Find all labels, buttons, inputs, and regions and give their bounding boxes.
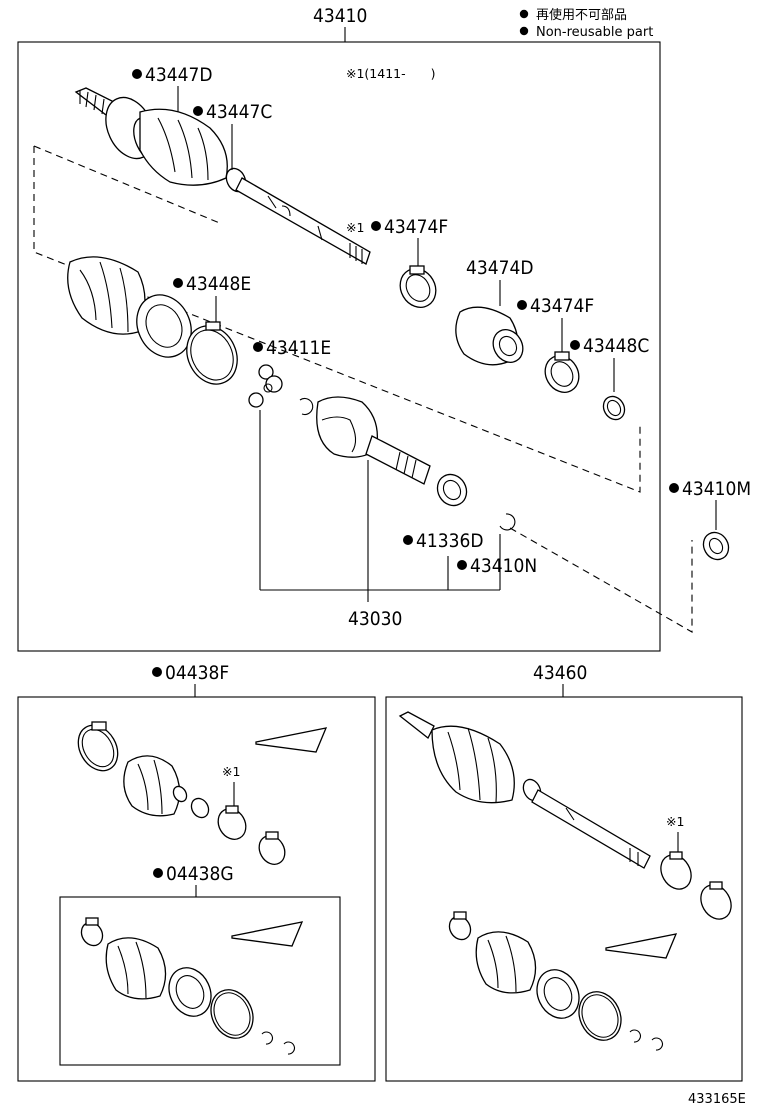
nonreusable-icon: [519, 26, 529, 36]
label-43474F-a: 43474F: [384, 216, 448, 238]
legend-jp: 再使用不可部品: [536, 7, 627, 23]
clamp-43474F-a: [399, 265, 437, 308]
nonreusable-icon: [519, 9, 529, 19]
clamp-43448E: [186, 321, 238, 385]
label-04438F: 04438F: [165, 662, 229, 684]
kit-04438F-box: [17, 696, 376, 1082]
snap-ring-upper: [299, 397, 314, 416]
boot-43474D: [455, 306, 524, 366]
label-43460: 43460: [533, 662, 587, 684]
label-43447C: 43447C: [206, 101, 272, 123]
clamp-43474F-b: [544, 351, 580, 393]
tripod-joint: [248, 364, 283, 408]
label-43030: 43030: [348, 608, 402, 630]
legend-en: Non-reusable part: [536, 25, 653, 40]
clamp-43448C: [602, 395, 626, 421]
figure-id: 433165E: [688, 1092, 746, 1107]
kit-04438G-box: [59, 896, 341, 1066]
label-43447D: 43447D: [145, 64, 213, 86]
kit1-mark: ※1: [222, 764, 240, 779]
inner-joint-housing: [316, 396, 431, 485]
label-41336D: 41336D: [416, 530, 484, 552]
label-43410M: 43410M: [682, 478, 751, 500]
label-43448C: 43448C: [583, 335, 649, 357]
kit2-inner-parts: [80, 917, 304, 1055]
snap-ring-43410N: [499, 513, 516, 531]
label-04438G: 04438G: [166, 863, 234, 885]
kit3-mark: ※1: [666, 814, 684, 829]
kit1-outer-parts: [77, 721, 328, 865]
note-serial: ※1(1411- ): [346, 66, 436, 81]
label-43474F-b: 43474F: [530, 295, 594, 317]
label-43474D: 43474D: [466, 257, 534, 279]
seal-41336D: [436, 473, 468, 507]
label-43411E: 43411E: [266, 337, 331, 359]
drive-shaft-upper: [74, 87, 371, 265]
label-43410N: 43410N: [470, 555, 537, 577]
label-43410: 43410: [313, 5, 367, 27]
main-assembly-box: [17, 41, 661, 652]
note-mark: ※1: [346, 220, 364, 235]
nut-43410M: [702, 531, 730, 561]
kit-43460-box: [385, 696, 743, 1082]
label-43448E: 43448E: [186, 273, 251, 295]
inner-boot: [67, 256, 192, 358]
kit3-drive-shaft: [398, 711, 732, 1051]
